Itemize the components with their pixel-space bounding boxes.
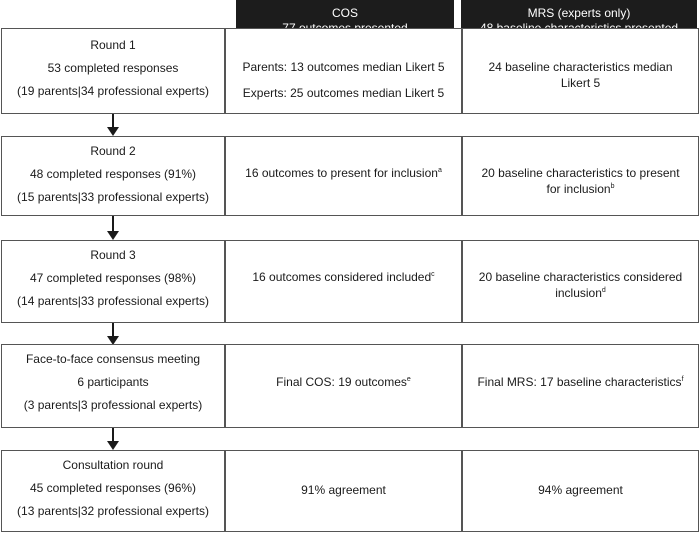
stage-box-round-3: Round 3 47 completed responses (98%) (14…: [1, 240, 225, 323]
mrs-cell-round-1: 24 baseline characteristics median Liker…: [462, 28, 699, 114]
stage-box-round-2: Round 2 48 completed responses (91%) (15…: [1, 136, 225, 216]
mrs-cell-text: 24 baseline characteristics median: [488, 60, 673, 74]
flow-arrowhead-1: [107, 127, 119, 136]
footnote-marker: b: [610, 183, 615, 190]
stage-title: Round 1: [90, 38, 136, 52]
cos-cell-text: 16 outcomes considered included: [252, 270, 432, 284]
mrs-cell-round-3: 20 baseline characteristics considered i…: [462, 240, 699, 323]
stage-title: Face-to-face consensus meeting: [25, 352, 201, 366]
mrs-cell-text-2: inclusion: [555, 286, 602, 300]
cos-cell-round-3: 16 outcomes considered includedc: [225, 240, 462, 323]
mrs-cell-text: Final MRS: 17 baseline characteristics: [477, 375, 682, 389]
stage-box-consensus-meeting: Face-to-face consensus meeting 6 partici…: [1, 344, 225, 428]
cos-cell-text: Parents: 13 outcomes median Likert 5: [242, 60, 445, 74]
mrs-header-title: MRS (experts only): [527, 6, 631, 20]
flow-arrow-1: [112, 114, 114, 128]
stage-participants: (13 parents|32 professional experts): [17, 504, 209, 518]
stage-title: Consultation round: [62, 458, 164, 472]
cos-cell-consultation-round: 91% agreement: [225, 450, 462, 532]
mrs-cell-text: 94% agreement: [538, 483, 623, 497]
flow-arrowhead-3: [107, 336, 119, 345]
stage-box-round-1: Round 1 53 completed responses (19 paren…: [1, 28, 225, 114]
mrs-cell-text: 20 baseline characteristics to present: [481, 166, 680, 180]
cos-cell-text: 16 outcomes to present for inclusion: [245, 166, 438, 180]
stage-box-consultation-round: Consultation round 45 completed response…: [1, 450, 225, 532]
cos-cell-round-1: Parents: 13 outcomes median Likert 5 Exp…: [225, 28, 462, 114]
stage-responses: 47 completed responses (98%): [29, 271, 197, 285]
footnote-marker: f: [681, 376, 684, 383]
mrs-cell-consultation-round: 94% agreement: [462, 450, 699, 532]
footnote-marker: c: [431, 271, 435, 278]
stage-participants: (19 parents|34 professional experts): [17, 84, 209, 98]
footnote-marker: a: [437, 167, 442, 174]
stage-participants: (14 parents|33 professional experts): [17, 294, 209, 308]
cos-cell-text-2: Experts: 25 outcomes median Likert 5: [242, 86, 445, 100]
flow-arrow-4: [112, 428, 114, 442]
stage-participants: (15 parents|33 professional experts): [17, 190, 209, 204]
stage-responses: 6 participants: [77, 375, 149, 389]
flow-arrow-3: [112, 323, 114, 337]
mrs-cell-text-2: Likert 5: [560, 76, 601, 90]
footnote-marker: d: [601, 287, 606, 294]
footnote-marker: e: [406, 376, 411, 383]
stage-responses: 45 completed responses (96%): [29, 481, 197, 495]
flow-arrowhead-4: [107, 441, 119, 450]
mrs-cell-text: 20 baseline characteristics considered: [478, 270, 683, 284]
cos-cell-text: 91% agreement: [301, 483, 386, 497]
flow-arrowhead-2: [107, 231, 119, 240]
stage-responses: 53 completed responses: [47, 61, 179, 75]
cos-cell-text: Final COS: 19 outcomes: [276, 375, 407, 389]
mrs-cell-text-2: for inclusion: [546, 182, 611, 196]
mrs-cell-consensus-meeting: Final MRS: 17 baseline characteristicsf: [462, 344, 699, 428]
stage-title: Round 3: [90, 248, 136, 262]
cos-cell-round-2: 16 outcomes to present for inclusiona: [225, 136, 462, 216]
stage-responses: 48 completed responses (91%): [29, 167, 197, 181]
stage-title: Round 2: [90, 144, 136, 158]
mrs-cell-round-2: 20 baseline characteristics to present f…: [462, 136, 699, 216]
cos-cell-consensus-meeting: Final COS: 19 outcomese: [225, 344, 462, 428]
cos-header-title: COS: [331, 6, 358, 20]
stage-participants: (3 parents|3 professional experts): [23, 398, 203, 412]
flow-arrow-2: [112, 216, 114, 232]
